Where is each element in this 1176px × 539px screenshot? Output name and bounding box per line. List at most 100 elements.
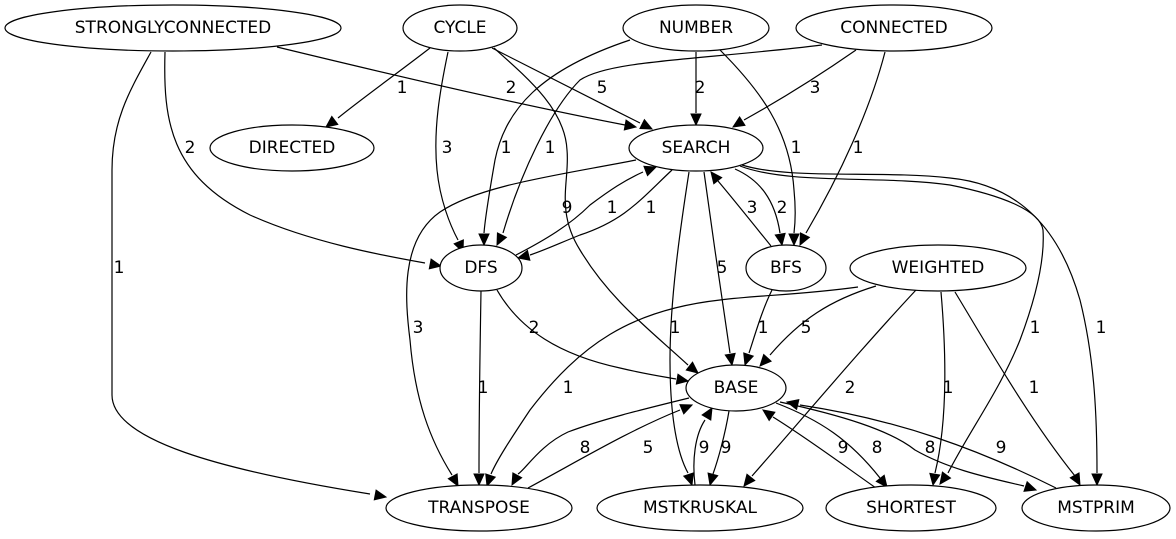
arrowhead-icon	[690, 113, 702, 127]
node-stronglyconnected[interactable]: STRONGLYCONNECTED	[4, 4, 342, 52]
edge-weight-label: 2	[185, 138, 196, 158]
edge-weight-label: 5	[597, 78, 608, 98]
node-shortest[interactable]: SHORTEST	[825, 484, 997, 532]
edge-mstkruskal-to-base: 9	[693, 406, 713, 486]
edge-weight-label: 8	[872, 438, 883, 458]
edge-line	[717, 180, 772, 247]
arrowhead-icon	[325, 115, 339, 128]
edge-weight-label: 1	[563, 378, 574, 398]
node-transpose[interactable]: TRANSPOSE	[385, 484, 573, 532]
edge-cycle-to-search: 5	[491, 47, 654, 130]
edge-weight-label: 1	[943, 378, 954, 398]
node-weighted[interactable]: WEIGHTED	[849, 244, 1027, 292]
node-ellipse	[439, 244, 523, 292]
arrowhead-icon	[1069, 472, 1081, 487]
edge-weight-label: 1	[545, 138, 556, 158]
arrowhead-icon	[516, 249, 531, 261]
node-label: WEIGHTED	[892, 258, 985, 278]
edge-weight-label: 3	[810, 78, 821, 98]
arrowhead-icon	[785, 398, 800, 411]
edge-line	[779, 401, 1025, 487]
edge-line	[799, 404, 1057, 489]
arrowhead-icon	[724, 352, 736, 367]
edge-bfs-to-base: 1	[743, 289, 773, 367]
edge-weight-label: 2	[845, 378, 856, 398]
arrowhead-icon	[731, 115, 746, 128]
edge-connected-to-search: 3	[731, 49, 857, 128]
edge-search-to-mstprim: 1	[741, 164, 1106, 487]
arrowhead-icon	[788, 233, 800, 247]
edge-weight-label: 1	[853, 138, 864, 158]
arrowhead-icon	[478, 233, 490, 247]
arrowhead-icon	[929, 472, 941, 487]
node-ellipse	[622, 4, 770, 52]
edge-weight-label: 1	[114, 258, 125, 278]
arrowhead-icon	[759, 353, 773, 367]
arrowhead-icon	[1023, 480, 1038, 492]
edge-line	[527, 409, 681, 489]
edge-weight-label: 1	[758, 318, 769, 338]
node-search[interactable]: SEARCH	[628, 124, 764, 172]
edge-line	[111, 51, 371, 495]
edge-line	[954, 291, 1076, 477]
edge-line	[772, 416, 877, 489]
edge-search-to-base: 5	[703, 171, 736, 367]
arrowhead-icon	[428, 258, 443, 270]
arrowhead-icon	[373, 489, 388, 501]
edge-line	[164, 51, 426, 264]
edge-connected-to-bfs: 1	[799, 51, 886, 247]
node-ellipse	[685, 364, 787, 412]
arrowhead-icon	[643, 165, 658, 177]
arrowhead-icon	[682, 472, 694, 487]
edge-shortest-to-base: 9	[762, 409, 877, 489]
edge-number-to-dfs: 1	[478, 39, 631, 247]
node-directed[interactable]: DIRECTED	[209, 124, 375, 172]
node-label: DFS	[464, 258, 497, 278]
node-mstkruskal[interactable]: MSTKRUSKAL	[596, 484, 804, 532]
node-label: DIRECTED	[249, 138, 336, 158]
node-number[interactable]: NUMBER	[622, 4, 770, 52]
edge-line	[739, 165, 1044, 474]
node-label: NUMBER	[659, 18, 733, 38]
edge-line	[276, 46, 626, 126]
edge-search-to-mstkruskal: 1	[669, 171, 694, 487]
edge-weight-label: 1	[607, 198, 618, 218]
node-base[interactable]: BASE	[685, 364, 787, 412]
edge-stronglyconnected-to-dfs: 2	[164, 51, 443, 270]
edge-line	[669, 171, 690, 474]
edge-weight-label: 1	[791, 138, 802, 158]
edge-weight-label: 2	[777, 198, 788, 218]
arrowhead-icon	[639, 118, 654, 130]
edge-line	[703, 171, 731, 354]
arrowhead-icon	[485, 473, 497, 488]
edge-weight-label: 8	[580, 438, 591, 458]
node-ellipse	[628, 124, 764, 172]
node-ellipse	[825, 484, 997, 532]
arrowhead-icon	[762, 409, 776, 422]
node-cycle[interactable]: CYCLE	[402, 4, 518, 52]
edge-mstprim-to-base: 9	[785, 398, 1057, 489]
node-dfs[interactable]: DFS	[439, 244, 523, 292]
node-label: SEARCH	[662, 138, 731, 158]
edge-weighted-to-shortest: 1	[929, 291, 954, 487]
edge-line	[337, 47, 431, 119]
edge-search-to-dfs: 1	[516, 169, 673, 261]
edge-weight-label: 5	[801, 318, 812, 338]
edge-line	[693, 419, 706, 486]
node-label: MSTKRUSKAL	[643, 498, 758, 518]
node-bfs[interactable]: BFS	[745, 244, 827, 292]
edge-search-to-transpose: 3	[406, 159, 637, 488]
node-mstprim[interactable]: MSTPRIM	[1021, 484, 1171, 532]
arrowhead-icon	[675, 373, 690, 385]
edge-weight-label: 5	[717, 258, 728, 278]
edge-weight-label: 1	[646, 198, 657, 218]
edge-line	[734, 168, 781, 234]
node-ellipse	[795, 4, 993, 52]
arrowhead-icon	[743, 352, 755, 367]
edge-line	[435, 51, 459, 241]
arrowhead-icon	[473, 473, 485, 487]
node-connected[interactable]: CONNECTED	[795, 4, 993, 52]
edge-line	[805, 51, 886, 234]
edge-line	[517, 397, 690, 475]
